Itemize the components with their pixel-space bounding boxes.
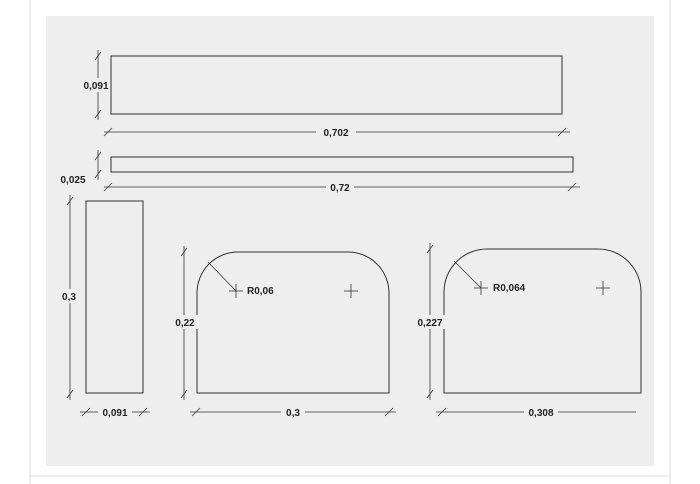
part-5-height-label-bg <box>415 315 445 329</box>
part-2-outline <box>110 156 574 173</box>
part-5-width-label: 0,308 <box>528 408 553 419</box>
part-5: R0,064 0,227 0,308 <box>415 243 642 419</box>
part-4-height-tick <box>180 389 188 399</box>
part-3-width-label: 0,091 <box>102 408 127 419</box>
part-1-height-label-bg <box>82 78 110 92</box>
part-1-height-tick <box>94 109 102 119</box>
part-5-height-label: 0,227 <box>417 318 442 329</box>
part-4-height-label-bg <box>172 315 198 329</box>
part-3-height-label: 0,3 <box>62 292 76 303</box>
part-3-width-tick <box>138 407 148 417</box>
part-4-outline <box>196 251 390 394</box>
part-2-width-label: 0,72 <box>330 183 350 194</box>
drawing-sheet <box>46 16 654 466</box>
part-2: 0,025 0,72 <box>58 150 580 194</box>
part-1-width-tick <box>557 127 567 137</box>
part-5-radius-leader <box>453 260 482 289</box>
part-1-width-label: 0,702 <box>323 128 348 139</box>
part-5-height-tick <box>426 244 434 254</box>
part-2-width-tick <box>567 182 577 192</box>
part-2-width-label-bg <box>326 180 354 194</box>
part-1-height-tick <box>94 51 102 61</box>
part-4-width-tick <box>191 407 201 417</box>
part-5-radius-label: R0,064 <box>493 283 526 294</box>
part-4-width-label: 0,3 <box>286 408 300 419</box>
part-1-width-label-bg <box>316 125 356 139</box>
part-4-width-label-bg <box>281 405 305 419</box>
part-4-height-tick <box>180 247 188 257</box>
part-3-height-tick <box>66 389 74 399</box>
part-3-height-label-bg <box>58 289 80 303</box>
part-3-height-tick <box>66 196 74 206</box>
part-1-width-tick <box>103 127 113 137</box>
part-5-outline <box>443 248 642 394</box>
part-5-width-label-bg <box>524 405 558 419</box>
part-1-height-label: 0,091 <box>83 81 108 92</box>
part-4-height-label: 0,22 <box>175 318 195 329</box>
part-1-outline <box>110 55 563 115</box>
part-4-width-tick <box>384 407 394 417</box>
part-2-height-label-bg <box>58 172 88 186</box>
part-5-width-tick <box>437 407 447 417</box>
part-4-radius-leader <box>207 261 237 292</box>
part-1: 0,091 0,702 <box>82 50 570 139</box>
part-4-radius-label: R0,06 <box>247 286 274 297</box>
part-3-outline <box>85 200 144 394</box>
part-2-width-tick <box>103 182 113 192</box>
part-4: R0,06 0,22 0,3 <box>172 246 396 419</box>
part-3-width-tick <box>81 407 91 417</box>
part-2-height-label: 0,025 <box>60 175 85 186</box>
part-2-height-tick <box>94 151 102 161</box>
part-3-width-label-bg <box>98 405 132 419</box>
part-2-height-tick <box>94 169 102 179</box>
part-5-height-tick <box>426 389 434 399</box>
part-3: 0,3 0,091 <box>58 195 150 419</box>
